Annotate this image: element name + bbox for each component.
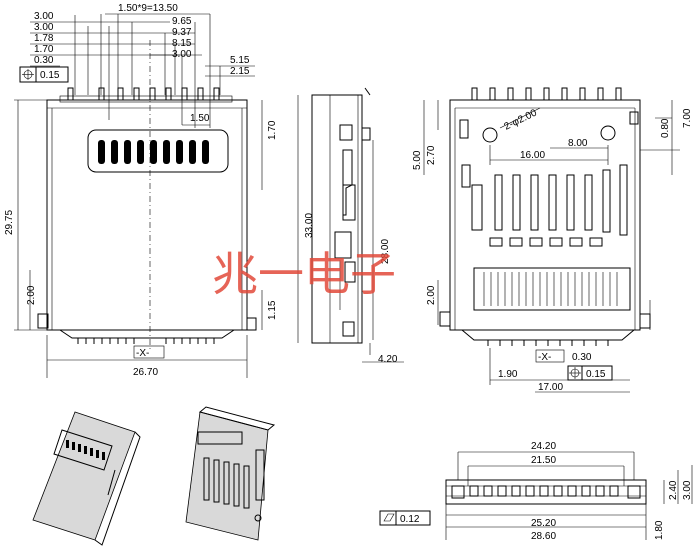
contact-window [87,129,229,173]
bottom-top-pins [471,87,622,101]
dim-1-15: 1.15 [267,300,278,320]
hole-callout: 2-φ2.00 [502,107,539,132]
dim-5-00: 5.00 [412,150,423,170]
dim-9-65: 9.65 [172,16,192,27]
dim-2-70: 2.70 [426,145,437,165]
flatness-frame [379,510,431,526]
end-view-body [445,479,647,505]
dim-8-15: 8.15 [172,38,192,49]
dim-pitch: 1.50 [190,113,210,124]
dim-26-70: 26.70 [133,367,158,378]
end-view-teeth [469,485,619,497]
dim-1-70: 1.70 [34,44,54,55]
top-dim-leaders [30,13,255,128]
position-tolerance-frame-bottom [567,365,613,381]
bottom-view: 2-φ2.00 8.00 16.00 5.00 2.70 0.80 7.00 2… [412,87,693,393]
lower-comb-teeth [483,272,618,306]
dim-3-00-end: 3.00 [682,480,693,500]
dim-pitch-total: 1.50*9=13.50 [118,3,178,14]
dim-2-15: 2.15 [230,66,250,77]
dim-33-00: 33.00 [304,213,315,238]
locating-hole-right [600,125,616,141]
isometric-bottom [185,406,276,541]
isometric-top [32,411,141,546]
dim-9-37: 9.37 [172,27,192,38]
dim-28-60: 28.60 [531,531,556,542]
dim-2-00-left: 2.00 [26,285,37,305]
dim-29-75: 29.75 [4,210,15,235]
dim-2-00-bottom: 2.00 [426,285,437,305]
datum-label-bottom: -X- [538,352,551,363]
top-pin-row [67,87,220,101]
tolerance-value-top: 0.15 [40,70,60,81]
contact-pads [98,140,209,164]
dim-3-00-b: 3.00 [34,22,54,33]
dim-4-20: 4.20 [378,354,398,365]
bottom-view-pins [487,340,609,346]
dim-1-80: 1.80 [654,520,665,540]
side-view-body [311,94,363,344]
dim-7-00: 7.00 [682,108,693,128]
bottom-view-body [449,99,641,331]
top-view-body [46,99,248,331]
dim-1-78: 1.78 [34,33,54,44]
locating-hole-left [482,127,498,143]
dim-24-20: 24.20 [531,441,556,452]
dim-25-20: 25.20 [531,518,556,529]
dim-3-00-a: 3.00 [34,11,54,22]
contact-springs [471,164,628,247]
tolerance-value-bottom: 0.15 [586,369,606,380]
dim-0-80: 0.80 [660,118,671,138]
dim-0-30: 0.30 [34,55,54,66]
side-view: 33.00 28.00 4.20 [297,87,404,365]
dim-5-15: 5.15 [230,55,250,66]
dim-3-00-c: 3.00 [172,49,192,60]
watermark: 兆一电子 [212,247,396,301]
datum-label-top: -X- [136,348,149,359]
dim-8-00: 8.00 [568,138,588,149]
end-view: 24.20 21.50 25.20 28.60 1.80 2.40 3.00 0… [379,441,693,542]
dim-0-30-bottom: 0.30 [572,352,592,363]
dim-1-90: 1.90 [498,369,518,380]
dim-16-00: 16.00 [520,150,545,161]
dim-2-40: 2.40 [668,480,679,500]
dim-1-70-right: 1.70 [267,120,278,140]
flatness-value: 0.12 [400,514,420,525]
lower-contact-comb [473,267,631,311]
dim-28-00: 28.00 [380,239,391,264]
dim-21-50: 21.50 [531,455,556,466]
top-view: 1.50*9=13.50 3.00 9.65 3.00 9.37 1.78 8.… [4,3,278,378]
bottom-pin-row [77,338,215,344]
dim-17-00: 17.00 [538,382,563,393]
position-tolerance-frame [19,66,69,83]
